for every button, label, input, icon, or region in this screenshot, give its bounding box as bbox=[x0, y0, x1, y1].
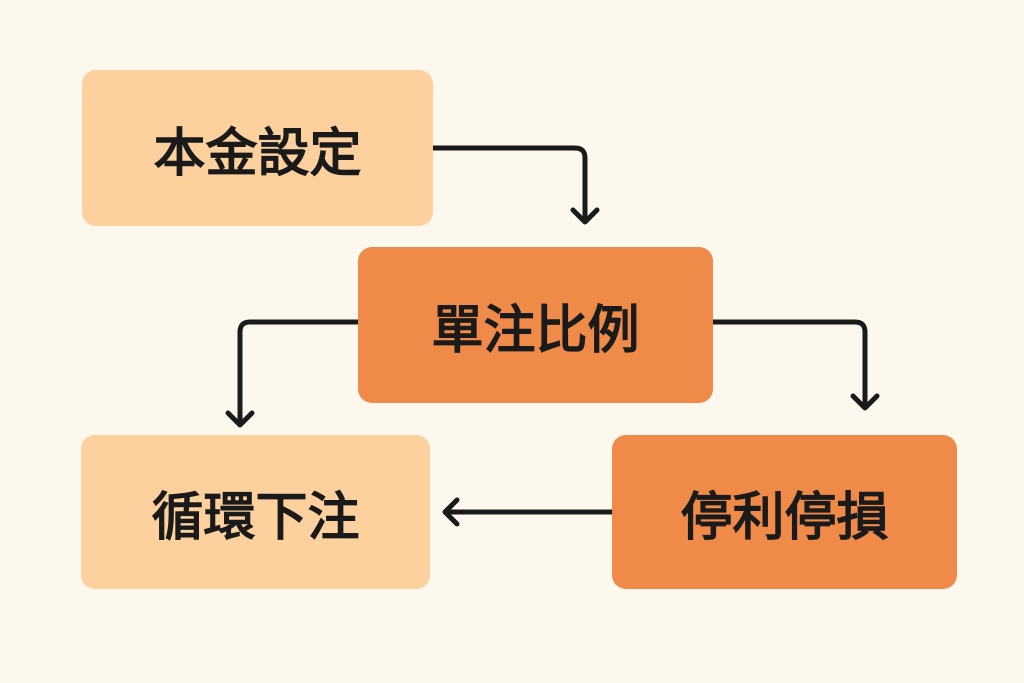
arrow-ratio-to-cycle bbox=[225, 319, 361, 428]
node-cycle: 循環下注 bbox=[81, 435, 430, 589]
node-ratio: 單注比例 bbox=[358, 247, 713, 403]
node-stop: 停利停損 bbox=[612, 435, 957, 589]
arrow-capital-to-ratio bbox=[430, 145, 600, 225]
node-label: 本金設定 bbox=[153, 123, 362, 184]
node-label: 單注比例 bbox=[431, 300, 640, 361]
node-label: 循環下注 bbox=[151, 487, 360, 548]
node-label: 停利停損 bbox=[680, 487, 889, 548]
arrow-ratio-to-stop bbox=[710, 319, 880, 411]
node-capital: 本金設定 bbox=[82, 70, 433, 226]
arrow-stop-to-cycle bbox=[442, 497, 615, 527]
